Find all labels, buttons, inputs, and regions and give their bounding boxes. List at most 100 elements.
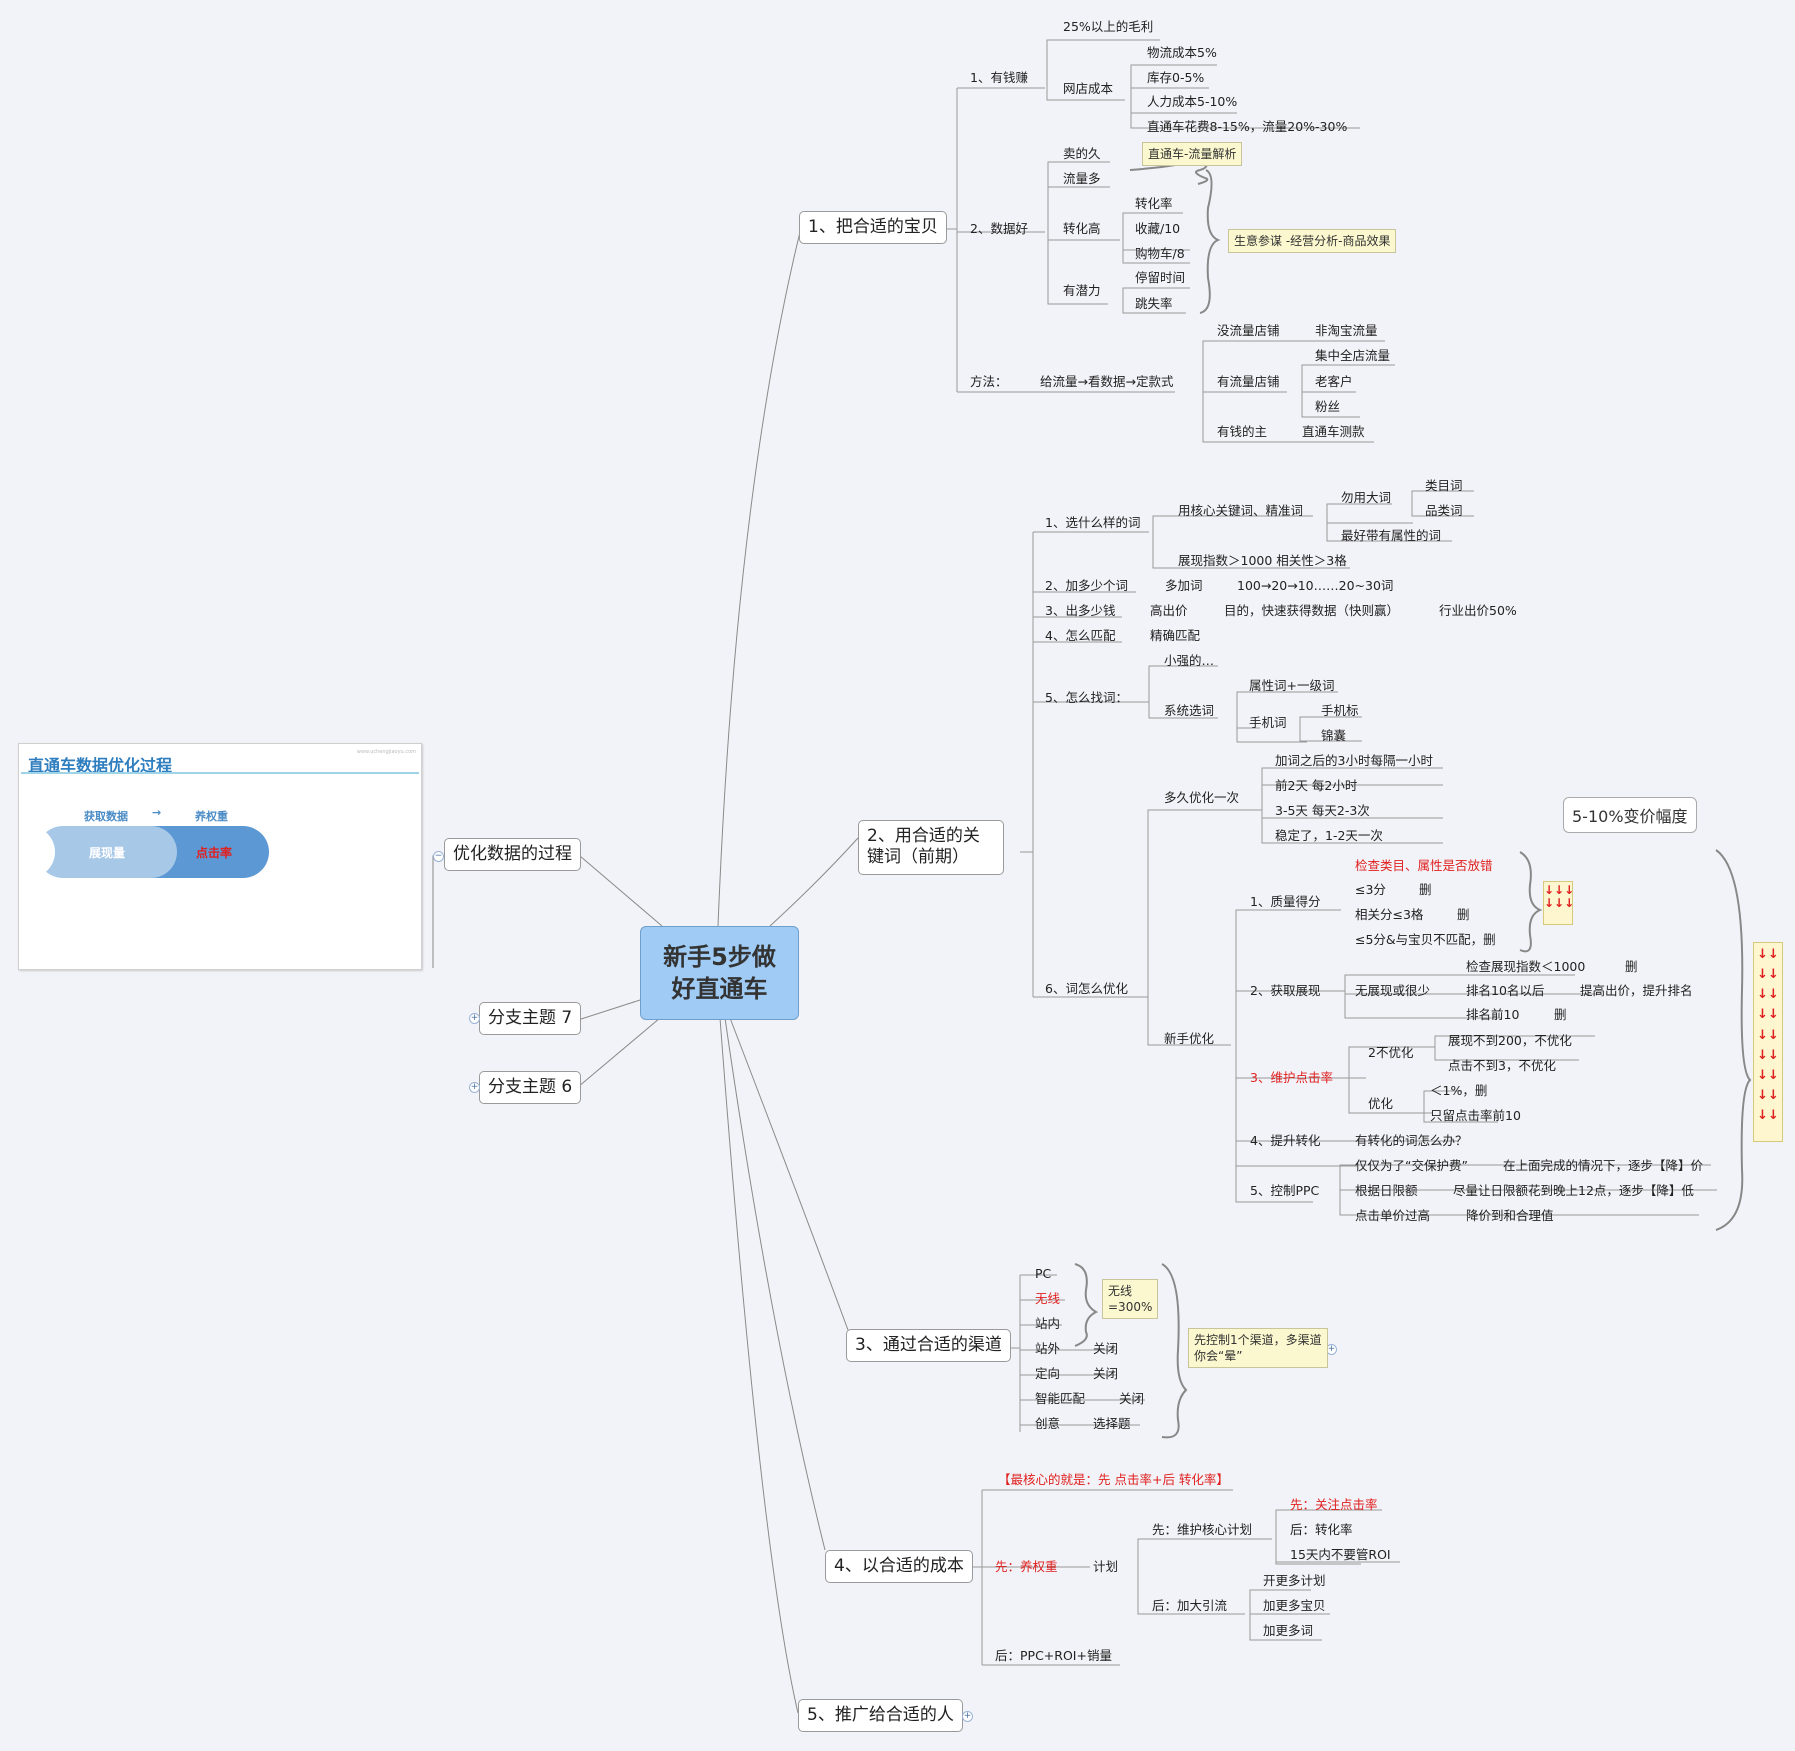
central-topic[interactable]: 新手5步做好直通车: [640, 926, 799, 1020]
node-dx[interactable]: 定向: [1035, 1366, 1061, 1381]
node-wx[interactable]: 无线: [1035, 1291, 1061, 1306]
node-dj[interactable]: 多久优化一次: [1164, 790, 1240, 805]
node-whdjl[interactable]: 3、维护点击率: [1250, 1070, 1333, 1085]
node-sc[interactable]: 收藏/10: [1135, 221, 1181, 236]
node-plc[interactable]: 品类词: [1425, 503, 1463, 518]
branch-2[interactable]: 2、用合适的关键词（前期）: [858, 820, 1004, 875]
node-djdj[interactable]: 点击单价过高: [1355, 1208, 1431, 1223]
node-yh[interactable]: 优化: [1368, 1096, 1394, 1111]
node-lkh[interactable]: 老客户: [1315, 374, 1353, 389]
node-s2[interactable]: 删: [1457, 907, 1470, 922]
node-jcs[interactable]: 100→20→10……20~30词: [1237, 578, 1394, 593]
branch-7[interactable]: 分支主题 7: [479, 1002, 582, 1036]
node-s4[interactable]: 删: [1554, 1007, 1567, 1022]
node-jgdc[interactable]: 加更多词: [1263, 1623, 1314, 1638]
node-q2t[interactable]: 前2天 每2小时: [1275, 778, 1358, 793]
node-xtxc[interactable]: 系统选词: [1164, 703, 1215, 718]
node-jch[interactable]: 加词之后的3小时每隔一小时: [1275, 753, 1433, 768]
node-zhdsx[interactable]: 最好带有属性的词: [1341, 528, 1442, 543]
node-lt1[interactable]: ＜1%，删: [1430, 1083, 1488, 1098]
node-gb3[interactable]: 关闭: [1119, 1391, 1145, 1406]
node-xyqz[interactable]: 先：养权重: [995, 1559, 1058, 1574]
node-zhg[interactable]: 转化高: [1063, 221, 1101, 236]
node-gcj[interactable]: 高出价: [1150, 603, 1188, 618]
node-zmzc[interactable]: 5、怎么找词：: [1045, 690, 1128, 705]
node-ff[interactable]: 方法：: [970, 374, 1008, 389]
node-sxc[interactable]: 属性词+一级词: [1249, 678, 1335, 693]
node-zxb200[interactable]: 展现不到200，不优化: [1448, 1033, 1572, 1048]
expand-toggle-icon[interactable]: +: [962, 1711, 973, 1722]
branch-4[interactable]: 4、以合适的成本: [825, 1550, 973, 1584]
node-zn[interactable]: 站内: [1035, 1316, 1061, 1331]
node-fs[interactable]: 粉丝: [1315, 399, 1341, 414]
node-t35[interactable]: 3-5天 每天2-3次: [1275, 803, 1370, 818]
node-tgcj[interactable]: 提高出价，提升排名: [1580, 983, 1693, 998]
node-sjh[interactable]: 2、数据好: [970, 221, 1028, 236]
node-mdj[interactable]: 卖的久: [1063, 146, 1101, 161]
node-mlldp[interactable]: 没流量店铺: [1217, 323, 1280, 338]
callout-ctrl[interactable]: 先控制1个渠道，多渠道 你会“晕”: [1188, 1328, 1328, 1369]
node-yql[interactable]: 有潜力: [1063, 283, 1101, 298]
node-ftbll[interactable]: 非淘宝流量: [1315, 323, 1378, 338]
node-sjc[interactable]: 手机词: [1249, 715, 1287, 730]
node-yzhc[interactable]: 有转化的词怎么办？: [1355, 1133, 1468, 1148]
node-lld[interactable]: 流量多: [1063, 171, 1101, 186]
node-hxgjc[interactable]: 用核心关键词、精准词: [1178, 503, 1304, 518]
node-hppc[interactable]: 后：PPC+ROI+销量: [995, 1648, 1112, 1663]
node-grxe[interactable]: 根据日限额: [1355, 1183, 1418, 1198]
node-le5[interactable]: ≤5分&与宝贝不匹配，删: [1355, 932, 1496, 947]
callout-wx[interactable]: 无线 =300%: [1102, 1279, 1159, 1320]
node-zsm[interactable]: 在上面完成的情况下，逐步【降】价: [1503, 1158, 1704, 1173]
node-zldjl[interactable]: 只留点击率前10: [1430, 1108, 1521, 1123]
node-hjdyl[interactable]: 后：加大引流: [1152, 1598, 1228, 1613]
node-tlsj[interactable]: 停留时间: [1135, 270, 1186, 285]
node-md[interactable]: 目的，快速获得数据（快则赢）: [1224, 603, 1400, 618]
node-djb3[interactable]: 点击不到3，不优化: [1448, 1058, 1556, 1073]
branch-1[interactable]: 1、把合适的宝贝: [799, 211, 947, 245]
node-zw[interactable]: 站外: [1035, 1341, 1061, 1356]
node-le3[interactable]: ≤3分: [1355, 882, 1386, 897]
node-hx[interactable]: 【最核心的就是：先 点击率+后 转化率】: [998, 1472, 1229, 1487]
node-zmpp[interactable]: 4、怎么匹配: [1045, 628, 1116, 643]
node-xzt[interactable]: 选择题: [1093, 1416, 1131, 1431]
node-xc[interactable]: 1、选什么样的词: [1045, 515, 1141, 530]
node-wdcb[interactable]: 网店成本: [1063, 81, 1114, 96]
node-jjd[interactable]: 降价到和合理值: [1466, 1208, 1554, 1223]
node-gb2[interactable]: 关闭: [1093, 1366, 1119, 1381]
callout-analysis[interactable]: 生意参谋 -经营分析-商品效果: [1228, 229, 1397, 254]
node-cy[interactable]: 创意: [1035, 1416, 1061, 1431]
node-gll[interactable]: 给流量→看数据→定款式: [1040, 374, 1174, 389]
branch-optimize[interactable]: 优化数据的过程: [444, 838, 581, 872]
collapse-toggle-icon[interactable]: −: [433, 851, 444, 862]
node-kc[interactable]: 库存0-5%: [1147, 70, 1205, 85]
node-rl[interactable]: 人力成本5-10%: [1147, 94, 1238, 109]
node-maoli[interactable]: 25%以上的毛利: [1063, 19, 1154, 34]
node-jh[interactable]: 计划: [1093, 1559, 1119, 1574]
node-tsl[interactable]: 跳失率: [1135, 296, 1173, 311]
node-hqzx[interactable]: 2、获取展现: [1250, 983, 1321, 998]
node-cyh[interactable]: 6、词怎么优化: [1045, 981, 1128, 996]
node-xgz[interactable]: 先：关注点击率: [1290, 1497, 1378, 1512]
node-s1[interactable]: 删: [1419, 882, 1432, 897]
node-wdl[interactable]: 稳定了，1-2天一次: [1275, 828, 1383, 843]
node-sjb[interactable]: 手机标: [1321, 703, 1359, 718]
node-jqpp[interactable]: 精确匹配: [1150, 628, 1201, 643]
node-jgdbb[interactable]: 加更多宝贝: [1263, 1598, 1326, 1613]
expand-toggle-icon[interactable]: +: [469, 1013, 480, 1024]
node-ylldp[interactable]: 有流量店铺: [1217, 374, 1280, 389]
node-tszh[interactable]: 4、提升转化: [1250, 1133, 1321, 1148]
node-xsyh[interactable]: 新手优化: [1164, 1031, 1215, 1046]
branch-5[interactable]: 5、推广给合适的人: [798, 1699, 963, 1733]
node-kzppc[interactable]: 5、控制PPC: [1250, 1183, 1320, 1198]
node-cdsq[interactable]: 3、出多少钱: [1045, 603, 1116, 618]
node-jlrx[interactable]: 尽量让日限额花到晚上12点，逐步【降】低: [1453, 1183, 1694, 1198]
node-djc[interactable]: 多加词: [1165, 578, 1203, 593]
note-price-range[interactable]: 5-10%变价幅度: [1563, 797, 1697, 833]
node-byh[interactable]: 2不优化: [1368, 1045, 1414, 1060]
node-xgf[interactable]: 相关分≤3格: [1355, 907, 1424, 922]
node-s3[interactable]: 删: [1625, 959, 1638, 974]
node-jzqd[interactable]: 集中全店流量: [1315, 348, 1391, 363]
node-jjwl[interactable]: 仅仅为了“交保护费”: [1355, 1158, 1468, 1173]
node-wl[interactable]: 物流成本5%: [1147, 45, 1217, 60]
node-gb1[interactable]: 关闭: [1093, 1341, 1119, 1356]
